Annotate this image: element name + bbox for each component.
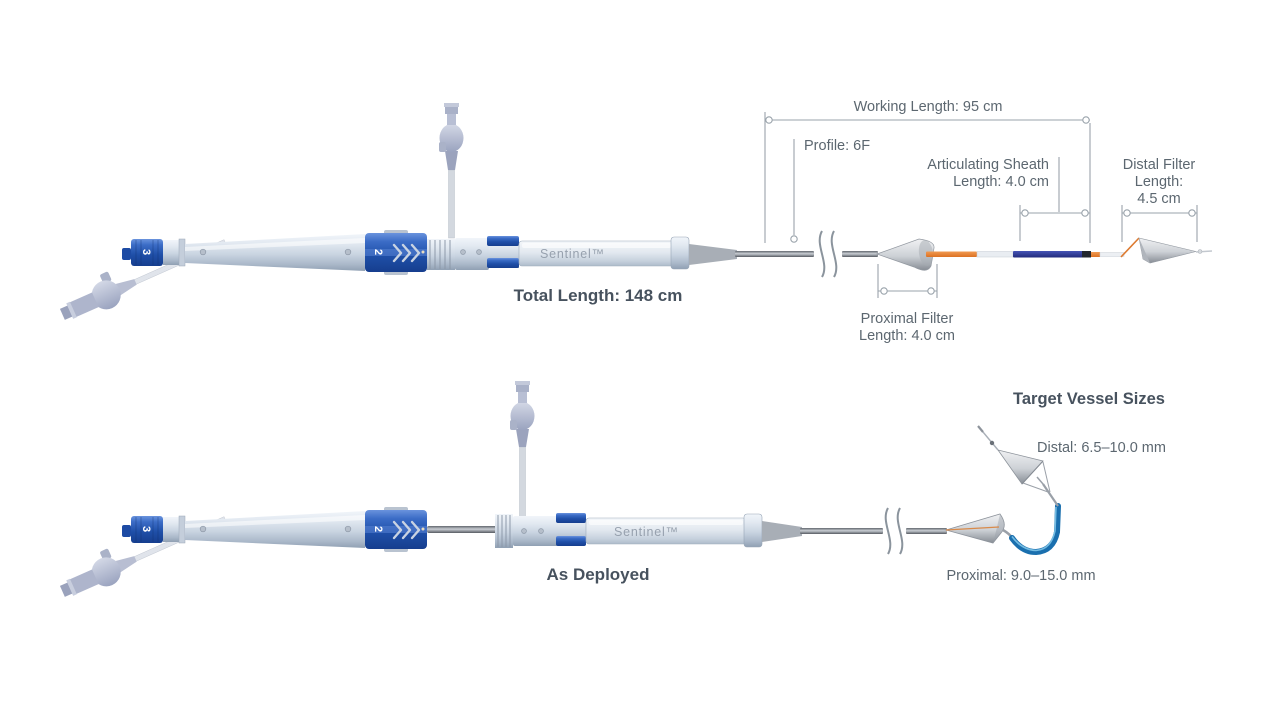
flush-port-top bbox=[439, 103, 464, 239]
distal-filter-label-line2: Length: bbox=[1135, 174, 1183, 190]
sideport-stopcock-deployed bbox=[59, 516, 227, 597]
handle-top: 3 2 bbox=[122, 230, 737, 275]
brand-label-top: Sentinel™ bbox=[540, 247, 605, 261]
proximal-size-label: Proximal: 9.0–15.0 mm bbox=[946, 568, 1095, 584]
as-deployed-caption: As Deployed bbox=[547, 565, 650, 584]
articulating-sheath-curved bbox=[1009, 503, 1061, 556]
orange-marker-segment bbox=[926, 251, 977, 257]
distal-filter-label-line1: Distal Filter bbox=[1123, 157, 1196, 173]
deployed-filters bbox=[944, 425, 1061, 556]
top-view-device: 3 2 bbox=[59, 99, 1213, 344]
dimension-annotations-top: Working Length: 95 cm Profile: 6F Articu… bbox=[514, 99, 1198, 344]
shaft-deployed bbox=[800, 507, 947, 555]
proximal-filter-label-line1: Proximal Filter bbox=[861, 311, 954, 327]
break-mark bbox=[896, 507, 904, 555]
chevron-right-icon bbox=[392, 520, 421, 540]
deployed-view-device: 3 2 bbox=[59, 381, 1166, 597]
deployed-annotations: As Deployed Target Vessel Sizes Distal: … bbox=[547, 390, 1166, 584]
flush-port-deployed bbox=[510, 381, 535, 518]
front-knob bbox=[131, 239, 163, 266]
stopcock-valve bbox=[91, 280, 121, 310]
front-knob bbox=[131, 516, 163, 543]
exposed-inner-rod bbox=[427, 526, 497, 533]
break-mark bbox=[818, 230, 826, 278]
articulating-sheath-segment bbox=[1013, 251, 1090, 258]
handle-deployed: 3 2 bbox=[122, 507, 802, 552]
distal-assembly-top bbox=[875, 237, 1213, 271]
chevron-right-icon bbox=[392, 243, 421, 263]
shaft-top bbox=[735, 230, 878, 278]
articulating-sheath-label-line2: Length: 4.0 cm bbox=[953, 174, 1049, 190]
guidewire-tip bbox=[982, 431, 999, 451]
mid-knob-numeral: 2 bbox=[372, 249, 384, 255]
front-knob-numeral: 3 bbox=[140, 249, 152, 255]
target-vessel-sizes-title: Target Vessel Sizes bbox=[1013, 390, 1165, 408]
total-length-label: Total Length: 148 cm bbox=[514, 286, 683, 305]
sideport-stopcock-top bbox=[59, 239, 227, 320]
distal-filter-label-line3: 4.5 cm bbox=[1137, 191, 1181, 207]
profile-label: Profile: 6F bbox=[804, 138, 870, 154]
break-mark bbox=[830, 230, 838, 278]
brand-label-deployed: Sentinel™ bbox=[614, 525, 679, 539]
proximal-filter-label-line2: Length: 4.0 cm bbox=[859, 328, 955, 344]
articulating-sheath-label-line1: Articulating Sheath bbox=[927, 157, 1049, 173]
stopcock-valve bbox=[91, 557, 121, 587]
mid-knob-numeral: 2 bbox=[372, 526, 384, 532]
break-mark bbox=[884, 507, 892, 555]
working-length-label: Working Length: 95 cm bbox=[854, 99, 1003, 115]
distal-size-label: Distal: 6.5–10.0 mm bbox=[1037, 440, 1166, 456]
front-knob-numeral: 3 bbox=[140, 526, 152, 532]
